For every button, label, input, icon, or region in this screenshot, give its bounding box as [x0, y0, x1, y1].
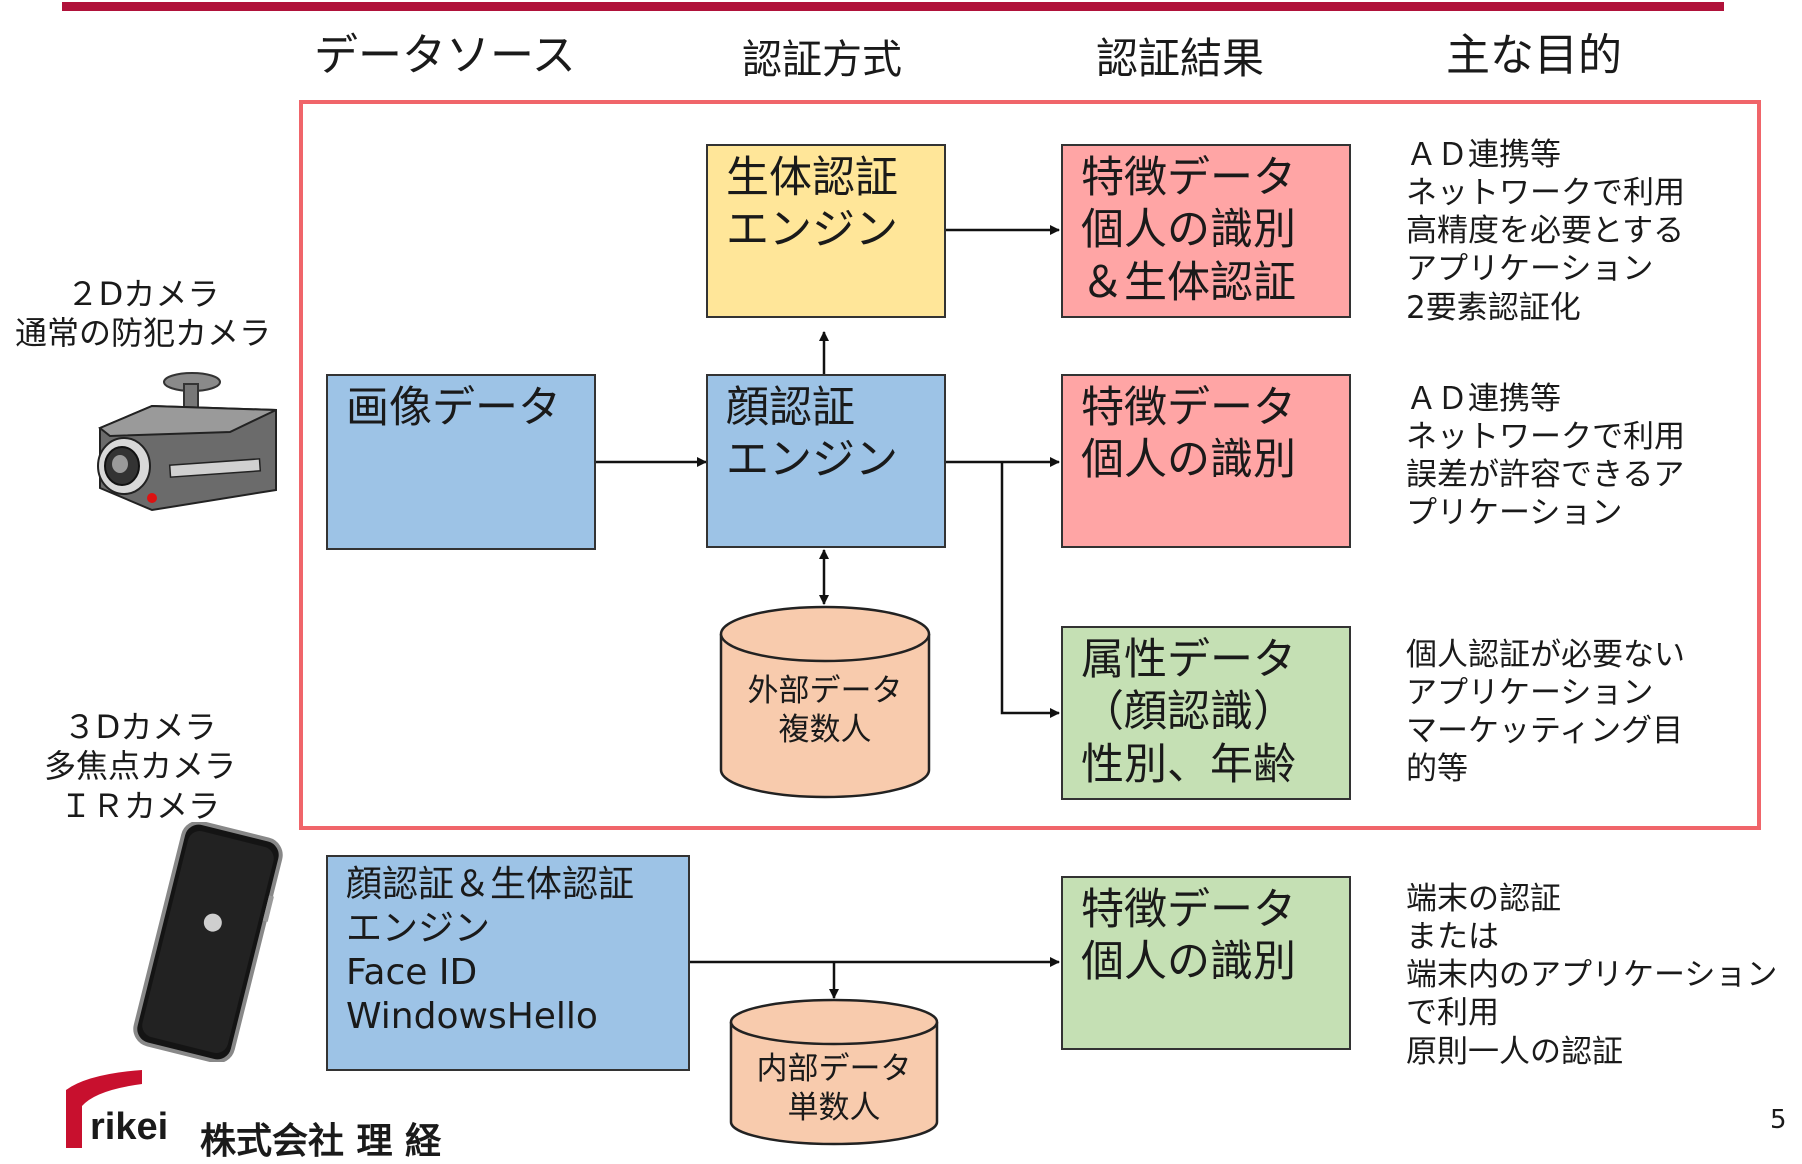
internal-database-icon — [729, 998, 939, 1146]
security-camera-icon — [97, 372, 277, 512]
smartphone-icon — [133, 822, 283, 1062]
title-accent-bar — [62, 2, 1724, 11]
purpose-tolerant: ＡＤ連携等ネットワークで利用誤差が許容できるアプリケーション — [1406, 381, 1685, 532]
header-data-source: データソース — [314, 30, 576, 81]
header-auth-method: 認証方式 — [742, 37, 902, 83]
face-recognition-engine-box: 顔認証エンジン — [706, 374, 946, 548]
result-attribute-box: 属性データ（顔認識）性別、年齢 — [1061, 626, 1351, 800]
logo-mark-icon — [66, 1070, 142, 1148]
header-main-purpose: 主な目的 — [1446, 30, 1622, 81]
network-usage-frame — [299, 100, 1761, 830]
logo-mark-text: rikei — [90, 1106, 169, 1148]
purpose-device: 端末の認証または端末内のアプリケーションで利用原則一人の認証 — [1406, 881, 1778, 1070]
result-feature-bio-box: 特徴データ個人の識別＆生体認証 — [1061, 144, 1351, 318]
internal-database-label: 内部データ単数人 — [756, 1051, 912, 1126]
camera-2d-caption: ２Dカメラ通常の防犯カメラ — [14, 275, 271, 353]
page-number: 5 — [1770, 1105, 1787, 1135]
external-database-icon — [719, 605, 931, 799]
arrow-face-to-result3 — [1000, 462, 1060, 718]
logo-company-name: 株式会社 理 経 — [200, 1121, 442, 1162]
result-feature-box: 特徴データ個人の識別 — [1061, 374, 1351, 548]
image-data-box: 画像データ — [326, 374, 596, 550]
purpose-marketing: 個人認証が必要ないアプリケーションマーケッティング目的等 — [1406, 637, 1685, 788]
external-database-label: 外部データ複数人 — [747, 673, 903, 748]
company-logo: rikei 株式会社 理 経 — [62, 1070, 492, 1162]
header-auth-result: 認証結果 — [1096, 34, 1265, 83]
result-device-feature-box: 特徴データ個人の識別 — [1061, 876, 1351, 1050]
biometric-engine-box: 生体認証エンジン — [706, 144, 946, 318]
